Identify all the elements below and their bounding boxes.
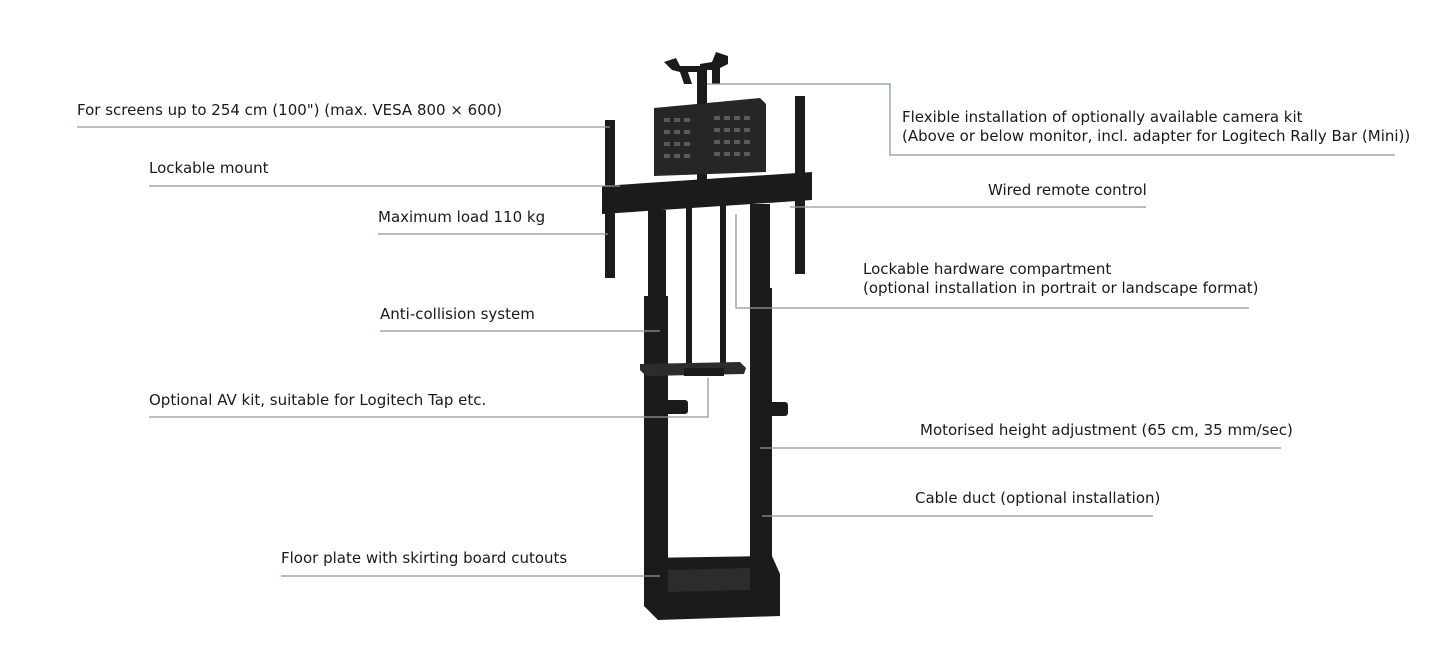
- leader-av-kit: [149, 378, 709, 418]
- motorised-stand-illustration: [602, 52, 812, 620]
- label-camera-kit-line1: Flexible installation of optionally avai…: [902, 108, 1303, 126]
- label-lockable-mount: Lockable mount: [149, 159, 269, 177]
- leader-hardware: [735, 214, 1249, 309]
- hardware-compartment-illustration: [654, 98, 766, 176]
- label-motorised: Motorised height adjustment (65 cm, 35 m…: [920, 421, 1293, 439]
- label-hardware-line1: Lockable hardware compartment: [863, 260, 1112, 278]
- label-screens: For screens up to 254 cm (100") (max. VE…: [77, 101, 503, 119]
- label-max-load: Maximum load 110 kg: [378, 208, 546, 226]
- right-column: [750, 288, 772, 594]
- label-camera-kit-line2: (Above or below monitor, incl. adapter f…: [902, 127, 1411, 145]
- leader-camera-kit: [707, 83, 1395, 156]
- label-camera-kit: Flexible installation of optionally avai…: [902, 108, 1410, 146]
- label-av-kit: Optional AV kit, suitable for Logitech T…: [149, 391, 487, 409]
- right-screen-bracket: [795, 96, 805, 274]
- label-wired-remote: Wired remote control: [988, 181, 1147, 199]
- label-anti-collision: Anti-collision system: [380, 305, 535, 323]
- label-cable-duct: Cable duct (optional installation): [915, 489, 1161, 507]
- label-floor-plate: Floor plate with skirting board cutouts: [281, 549, 568, 567]
- left-column: [644, 296, 668, 594]
- left-screen-bracket: [605, 120, 615, 278]
- label-hardware-compartment: Lockable hardware compartment (optional …: [863, 260, 1259, 298]
- mounting-rail: [602, 172, 812, 214]
- leader-lines: [77, 83, 1395, 577]
- label-hardware-line2: (optional installation in portrait or la…: [863, 279, 1259, 297]
